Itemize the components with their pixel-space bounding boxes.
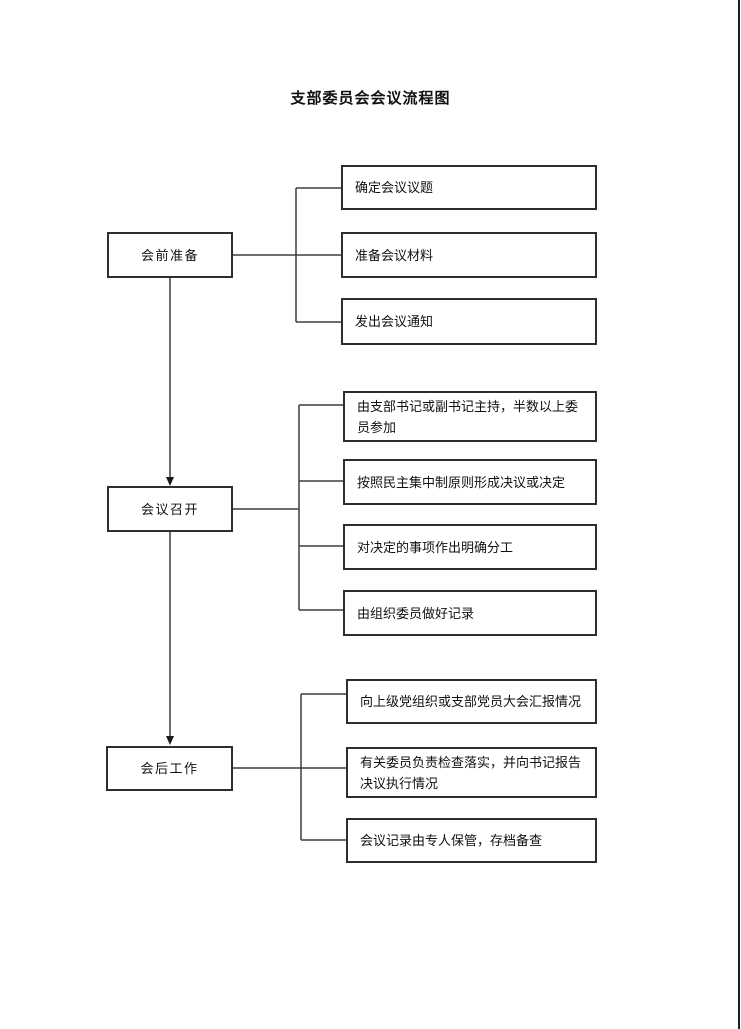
page-edge-line (738, 0, 740, 1029)
step-box-2-2: 按照民主集中制原则形成决议或决定 (343, 459, 597, 505)
step-label: 准备会议材料 (355, 247, 434, 263)
stage-label: 会后工作 (140, 761, 199, 776)
step-box-3-1: 向上级党组织或支部党员大会汇报情况 (346, 679, 597, 724)
page-title: 支部委员会会议流程图 (290, 90, 451, 107)
step-box-2-1: 由支部书记或副书记主持，半数以上委员参加 (343, 391, 597, 442)
stage-label: 会前准备 (140, 247, 199, 263)
stage-box-post-meeting: 会后工作 (106, 746, 233, 791)
step-box-2-4: 由组织委员做好记录 (343, 590, 597, 636)
step-label: 会议记录由专人保管，存档备查 (360, 833, 543, 848)
arrowhead-stage3 (166, 736, 174, 745)
step-label: 由支部书记或副书记主持，半数以上委员参加 (357, 398, 579, 435)
step-label: 按照民主集中制原则形成决议或决定 (357, 474, 566, 490)
step-box-1-1: 确定会议议题 (341, 165, 597, 210)
step-label: 向上级党组织或支部党员大会汇报情况 (360, 694, 582, 709)
step-box-3-3: 会议记录由专人保管，存档备查 (346, 818, 597, 863)
stage-label: 会议召开 (140, 501, 199, 517)
step-label: 对决定的事项作出明确分工 (357, 539, 514, 555)
step-label: 发出会议通知 (355, 314, 434, 329)
stage-box-pre-meeting: 会前准备 (107, 232, 233, 278)
step-box-1-2: 准备会议材料 (341, 232, 597, 278)
stage-box-meeting-convene: 会议召开 (107, 486, 233, 532)
step-label: 有关委员负责检查落实，并向书记报告决议执行情况 (360, 754, 582, 791)
step-box-3-2: 有关委员负责检查落实，并向书记报告决议执行情况 (346, 747, 597, 798)
step-box-1-3: 发出会议通知 (341, 298, 597, 345)
step-label: 由组织委员做好记录 (357, 605, 475, 621)
arrowhead-stage2 (166, 477, 174, 486)
step-label: 确定会议议题 (355, 180, 434, 195)
step-box-2-3: 对决定的事项作出明确分工 (343, 524, 597, 570)
